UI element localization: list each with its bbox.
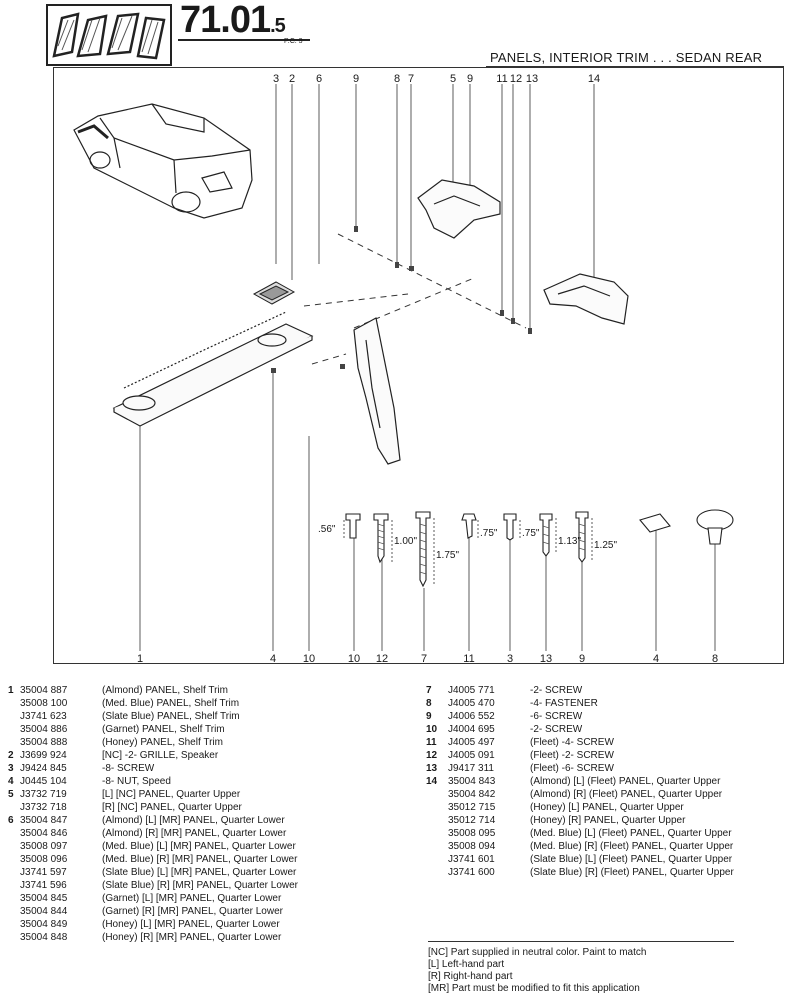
callout-bottom: 12 (376, 653, 388, 665)
part-row: 35008 095(Med. Blue) [L] (Fleet) PANEL, … (448, 828, 732, 839)
callout-bottom: 10 (303, 653, 315, 665)
legend-notes: [NC] Part supplied in neutral color. Pai… (428, 947, 646, 995)
part-row: 35012 714(Honey) [R] PANEL, Quarter Uppe… (448, 815, 686, 826)
callout-top: 13 (526, 73, 538, 85)
part-row: 35008 096(Med. Blue) [R] [MR] PANEL, Qua… (20, 854, 298, 865)
part-row: 35004 848(Honey) [R] [MR] PANEL, Quarter… (20, 932, 282, 943)
callout-top: 9 (467, 73, 473, 85)
diagram-drawing: .56" 1.00" 1.75" .75" .75" 1.13" 1.25" 3… (73, 73, 734, 665)
quarter-lower-panel (353, 317, 401, 465)
callout-top: 9 (353, 73, 359, 85)
speaker-grille (252, 281, 296, 305)
part-row: 35004 845(Garnet) [L] [MR] PANEL, Quarte… (20, 893, 282, 904)
page-title: PANELS, INTERIOR TRIM . . . SEDAN REAR (490, 50, 763, 65)
part-row: J3741 596(Slate Blue) [R] [MR] PANEL, Qu… (20, 880, 298, 891)
callout-top: 7 (408, 73, 414, 85)
callout-top: 8 (394, 73, 400, 85)
callout-bottom: 13 (540, 653, 552, 665)
section-number: 71.01.5 (180, 0, 286, 41)
callout-top: 12 (510, 73, 522, 85)
callout-top: 3 (273, 73, 279, 85)
callout-bottom: 3 (507, 653, 513, 665)
callout-bottom: 7 (421, 653, 427, 665)
part-row: 35004 849(Honey) [L] [MR] PANEL, Quarter… (20, 919, 280, 930)
dimension-label: .75" (480, 528, 498, 539)
part-row: 35012 715(Honey) [L] PANEL, Quarter Uppe… (448, 802, 684, 813)
screw-lineup (345, 509, 734, 588)
part-row: J3741 597(Slate Blue) [L] [MR] PANEL, Qu… (20, 867, 297, 878)
callout-bottom: 10 (348, 653, 360, 665)
dimension-label: 1.75" (436, 550, 459, 561)
callout-bottom: 11 (463, 653, 474, 665)
callout-top: 5 (450, 73, 456, 85)
quarter-upper-panel-large (543, 273, 629, 325)
note-line: [R] Right-hand part (428, 971, 513, 982)
dimension-label: 1.13" (558, 536, 581, 547)
dimension-label: .56" (318, 524, 336, 535)
pc-label: P.C. 3 (284, 38, 303, 45)
header-underline (178, 39, 310, 41)
callout-bottom: 4 (653, 653, 659, 665)
section-thumbnail-image (46, 4, 172, 66)
part-row: 35004 888(Honey) PANEL, Shelf Trim (20, 737, 223, 748)
note-line: [L] Left-hand part (428, 959, 505, 970)
exploded-diagram: .56" 1.00" 1.75" .75" .75" 1.13" 1.25" 3… (53, 67, 784, 665)
title-rule (486, 66, 784, 67)
shelf-trim-panel (112, 311, 314, 427)
part-row: J3732 718[R] [NC] PANEL, Quarter Upper (20, 802, 242, 813)
callout-bottom: 4 (270, 653, 276, 665)
part-row: 35004 844(Garnet) [R] [MR] PANEL, Quarte… (20, 906, 283, 917)
callout-top: 2 (289, 73, 295, 85)
part-row: 35008 100(Med. Blue) PANEL, Shelf Trim (20, 698, 240, 709)
note-line: [NC] Part supplied in neutral color. Pai… (428, 947, 647, 958)
note-line: [MR] Part must be modified to fit this a… (428, 983, 640, 994)
callout-top: 14 (588, 73, 600, 85)
callout-bottom: 1 (137, 653, 143, 665)
notes-rule (428, 941, 734, 942)
callout-top: 11 (496, 73, 507, 85)
dimension-label: 1.25" (594, 540, 617, 551)
callout-bottom: 9 (579, 653, 585, 665)
dimension-label: 1.00" (394, 536, 417, 547)
callout-bottom: 8 (712, 653, 718, 665)
car-illustration (73, 103, 253, 219)
quarter-upper-panel-small (417, 179, 501, 239)
dimension-label: .75" (522, 528, 540, 539)
part-row: 35004 886(Garnet) PANEL, Shelf Trim (20, 724, 225, 735)
part-row: 35008 094(Med. Blue) [R] (Fleet) PANEL, … (448, 841, 734, 852)
part-row: J3741 600(Slate Blue) [R] (Fleet) PANEL,… (448, 867, 734, 878)
part-row: J3741 623(Slate Blue) PANEL, Shelf Trim (20, 711, 240, 722)
part-row: 35008 097(Med. Blue) [L] [MR] PANEL, Qua… (20, 841, 296, 852)
part-row: 35004 846(Almond) [R] [MR] PANEL, Quarte… (20, 828, 287, 839)
callout-top: 6 (316, 73, 322, 85)
part-row: J3741 601(Slate Blue) [L] (Fleet) PANEL,… (448, 854, 733, 865)
part-row: 35004 842(Almond) [R] (Fleet) PANEL, Qua… (448, 789, 723, 800)
